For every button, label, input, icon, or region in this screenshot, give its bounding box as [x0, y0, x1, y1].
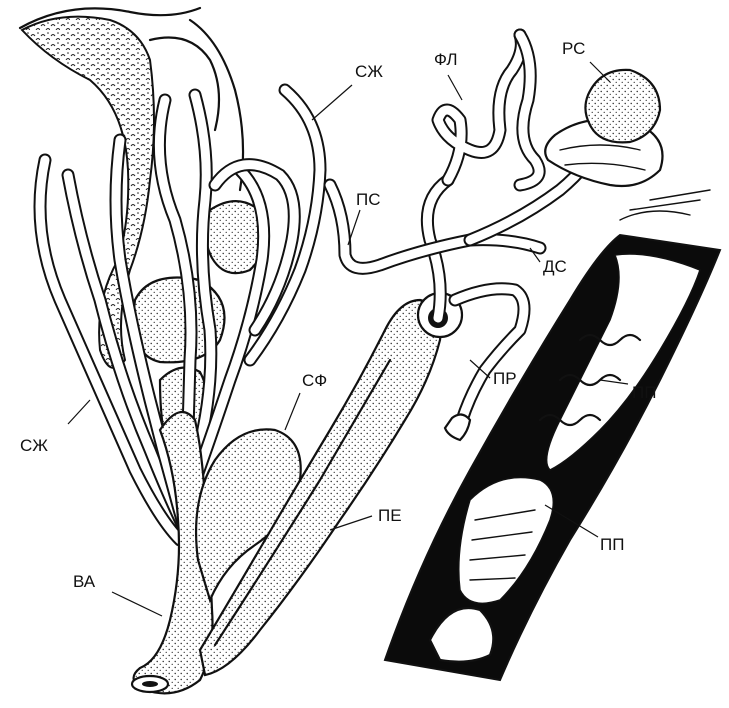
label-sf: СФ — [302, 372, 327, 389]
label-pr: ПР — [493, 370, 517, 387]
label-rs: РС — [562, 40, 585, 57]
label-szh-left: СЖ — [20, 437, 48, 454]
label-va: ВА — [73, 573, 95, 590]
label-pp-bottom: ПП — [600, 536, 624, 553]
label-pp-top: ПП — [632, 384, 656, 401]
receptaculum-sac — [545, 70, 662, 186]
label-fl: ФЛ — [434, 51, 458, 68]
label-pe: ПЕ — [378, 507, 402, 524]
label-ds: ДС — [543, 258, 567, 275]
label-ps: ПС — [356, 191, 381, 208]
label-szh-top: СЖ — [355, 63, 383, 80]
flagellum — [427, 35, 539, 318]
